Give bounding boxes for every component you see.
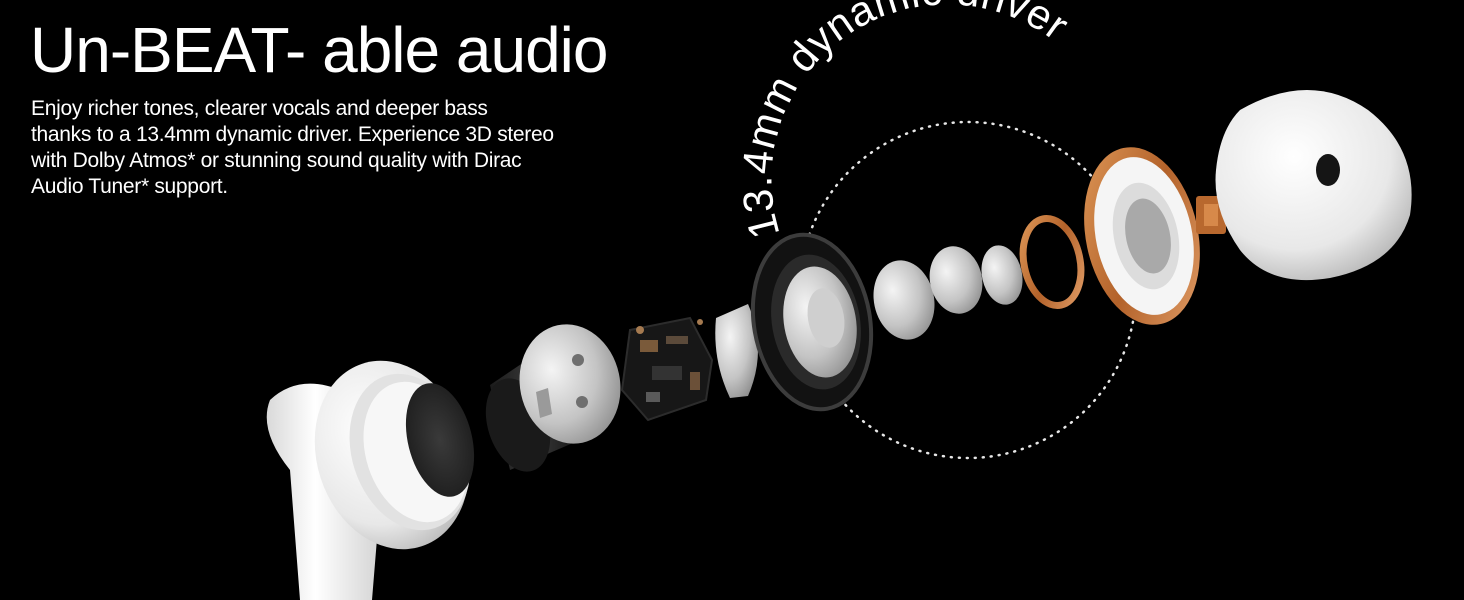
description-line: Enjoy richer tones, clearer vocals and d… (31, 97, 488, 120)
voice-coil-ring (1019, 215, 1085, 309)
circuit-board (620, 316, 714, 422)
earbud-shell (1215, 90, 1412, 281)
description-line: Audio Tuner* support. (31, 175, 228, 198)
description-line: with Dolby Atmos* or stunning sound qual… (31, 149, 522, 172)
driver-callout-label: 13.4mm dynamic driver (733, 0, 1077, 243)
description-line: thanks to a 13.4mm dynamic driver. Exper… (31, 123, 554, 146)
battery-housing (485, 324, 621, 472)
headline: Un-BEAT- able audio (30, 14, 608, 86)
magnet-disc-1 (873, 260, 935, 340)
silver-spacer (715, 304, 758, 398)
magnet-disc-3 (981, 245, 1023, 305)
description: Enjoy richer tones, clearer vocals and d… (31, 96, 651, 200)
driver-callout-text: 13.4mm dynamic driver (733, 0, 1077, 243)
dynamic-driver-frame (750, 232, 874, 412)
diaphragm (1084, 147, 1200, 325)
copper-connector (1196, 196, 1226, 234)
magnet-disc-2 (929, 246, 983, 314)
foam-pad (405, 383, 475, 497)
